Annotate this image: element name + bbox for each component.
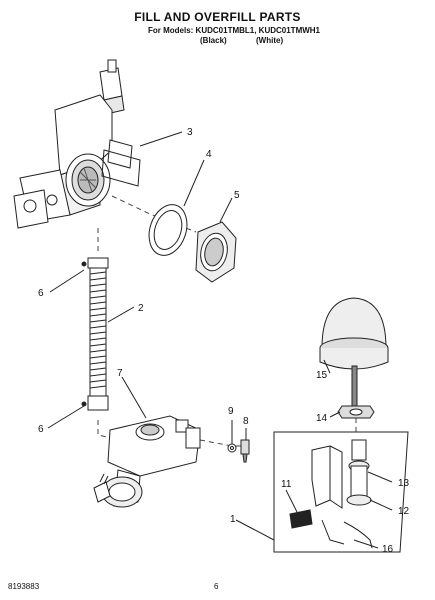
callout-5: 5 (234, 190, 240, 201)
fill-valve-illustration (93, 415, 201, 508)
callout-16: 16 (382, 544, 394, 555)
models-line: For Models: KUDC01TMBL1, KUDC01TMWH1 (148, 26, 321, 35)
callout-4: 4 (206, 149, 212, 160)
callout-9: 9 (228, 406, 234, 417)
float-illustration (319, 297, 389, 407)
page-number: 6 (214, 582, 219, 591)
screw-illustration (240, 439, 250, 463)
nut-illustration (195, 221, 237, 283)
callout-15: 15 (316, 370, 328, 381)
switch-bracket-illustration (273, 431, 409, 553)
variant-black: (Black) (200, 36, 227, 45)
gasket-illustration (148, 204, 188, 256)
fill-funnel-illustration (13, 59, 141, 229)
callout-1: 1 (230, 514, 236, 525)
washer-illustration (227, 443, 237, 453)
callout-12: 12 (398, 506, 410, 517)
variant-white: (White) (256, 36, 284, 45)
callout-6-upper: 6 (38, 288, 44, 299)
callout-14: 14 (316, 413, 328, 424)
callout-8: 8 (243, 416, 249, 427)
callout-11: 11 (281, 479, 292, 490)
fill-hose-illustration (81, 257, 109, 411)
float-nut-illustration (337, 405, 375, 419)
page-title: FILL AND OVERFILL PARTS (134, 10, 301, 24)
callout-13: 13 (398, 478, 410, 489)
callout-7: 7 (117, 368, 123, 379)
callout-2: 2 (138, 303, 144, 314)
callout-6-lower: 6 (38, 424, 44, 435)
document-number: 8193883 (8, 582, 40, 591)
callout-3: 3 (187, 127, 193, 138)
